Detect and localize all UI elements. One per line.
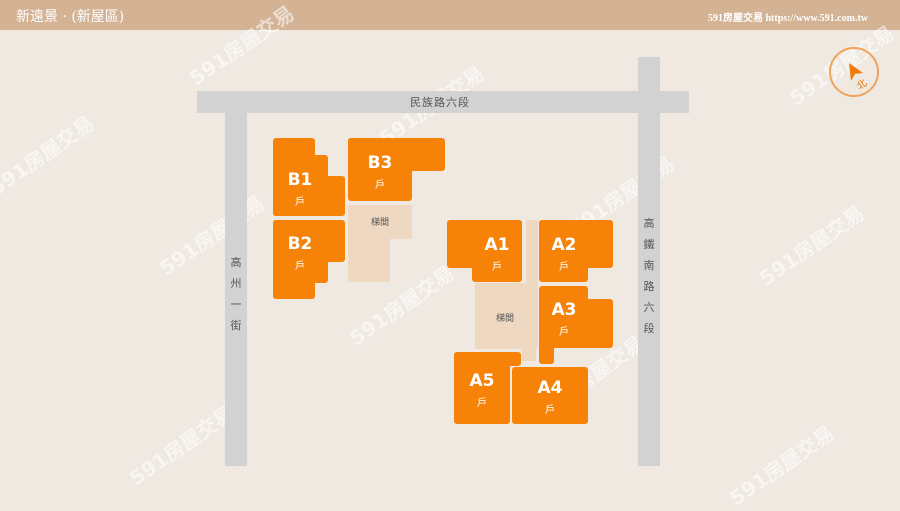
watermark: 591房屋交易 — [154, 190, 269, 281]
unit-code: B2 — [287, 234, 313, 254]
road-right — [638, 57, 660, 466]
unit-code: A3 — [551, 300, 577, 320]
road-left — [225, 113, 247, 466]
road-top-label: 民族路六段 — [410, 96, 470, 109]
header-bar: 新遠景 · (新屋區) 591房屋交易 https://www.591.com.… — [0, 0, 900, 30]
brand-link[interactable]: 591房屋交易 https://www.591.com.tw — [708, 13, 868, 24]
stairwell-a-label: 梯間 — [496, 314, 515, 324]
page-title: 新遠景 · (新屋區) — [16, 9, 125, 25]
watermark: 591房屋交易 — [754, 200, 869, 291]
stairwell-a-corridor — [522, 349, 536, 361]
watermark: 591房屋交易 — [724, 420, 839, 511]
road-top — [197, 91, 689, 113]
stairwell-b-label: 梯間 — [371, 218, 390, 228]
stairwell-a — [475, 283, 538, 349]
unit-code: B1 — [287, 170, 313, 190]
watermark: 591房屋交易 — [0, 110, 99, 201]
stairwell-b — [348, 239, 390, 282]
watermark: 591房屋交易 — [124, 400, 239, 491]
compass: 北 — [829, 47, 879, 97]
unit-sub: 戶 — [545, 405, 555, 416]
unit-code: A1 — [484, 235, 510, 255]
unit-sub: 戶 — [477, 398, 487, 409]
unit-code: A4 — [537, 378, 563, 398]
stairwell-b — [348, 205, 412, 239]
unit-sub: 戶 — [375, 180, 385, 191]
road-left-label: 高州一街 — [230, 256, 242, 332]
stairwell-a-corridor — [526, 220, 538, 300]
road-right-label: 高鐵南路六段 — [643, 217, 655, 335]
unit-code: A5 — [469, 371, 495, 391]
unit-code: A2 — [551, 235, 577, 255]
unit-sub: 戶 — [492, 262, 502, 273]
unit-sub: 戶 — [295, 261, 305, 272]
unit-code: B3 — [367, 153, 393, 173]
unit-sub: 戶 — [559, 262, 569, 273]
unit-sub: 戶 — [559, 327, 569, 338]
north-arrow-icon — [849, 63, 863, 81]
unit-sub: 戶 — [295, 197, 305, 208]
